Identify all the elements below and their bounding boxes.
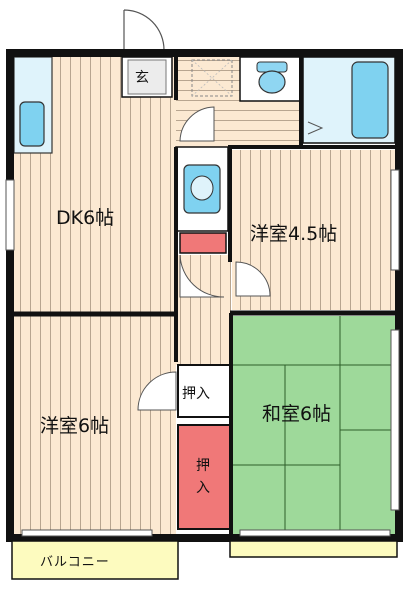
shoe-cabinet — [191, 59, 233, 97]
window-japanese-bottom — [239, 529, 391, 537]
hall-closet — [179, 232, 227, 254]
door-western-a — [235, 261, 271, 297]
window-western-b-bottom — [21, 529, 153, 537]
door-washroom — [179, 254, 225, 298]
door-western-b — [137, 371, 177, 411]
window-western-a-right — [390, 169, 400, 271]
western-room-b-floor — [14, 316, 176, 534]
bath-door — [307, 121, 324, 135]
washbasin-bowl-icon — [190, 175, 214, 201]
window-japanese-right — [390, 329, 400, 511]
balcony-right — [229, 540, 398, 558]
sink-icon — [19, 101, 45, 147]
entrance-label: 玄 — [135, 69, 149, 86]
japanese-room-floor — [233, 316, 395, 534]
entrance-step — [127, 59, 167, 95]
entrance-door — [123, 9, 165, 51]
outer-wall — [6, 49, 403, 542]
room-label-japanese: 和室6帖 — [262, 403, 331, 425]
balcony-left — [11, 540, 179, 580]
balcony-label: バルコニー — [40, 555, 110, 570]
closet-lower — [177, 424, 231, 530]
window-dk — [5, 179, 15, 251]
toilet-icon — [258, 70, 286, 94]
room-label-western-b: 洋室6帖 — [40, 415, 109, 437]
bathtub-icon — [351, 61, 389, 139]
room-label-dk: DK6帖 — [56, 207, 114, 229]
door-dk-hall — [179, 106, 215, 142]
closet-lower-label-top: 押 — [196, 458, 210, 474]
closet-upper-label: 押入 — [182, 386, 210, 402]
closet-upper — [177, 364, 231, 418]
room-label-western-a: 洋室4.5帖 — [250, 223, 337, 245]
closet-lower-label-bottom: 入 — [196, 480, 210, 496]
